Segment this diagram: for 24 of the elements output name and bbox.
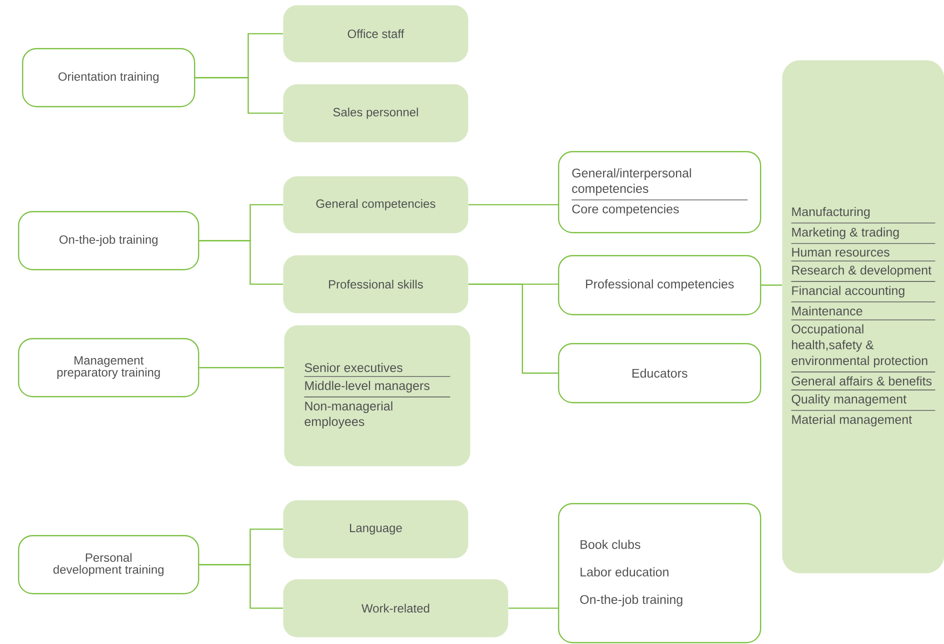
category-box: General competencies [283,176,468,234]
category-box: Professional skills [283,255,468,314]
category-box: Work-related [283,579,508,638]
training-box: Book clubs Labor education On-the-job training [558,503,762,644]
connector-line [199,564,283,609]
connector-line [761,284,782,286]
connector-line [508,608,558,609]
training-box: General/interpersonal competencies Core competencies [558,151,762,234]
training-box: Educators [558,343,762,404]
training-box: Professional competencies [558,255,762,316]
connector-line [468,284,558,374]
connector-line [199,367,284,368]
connector-line [199,240,283,285]
category-box: Senior executives Middle-level managers Non-managerial employees [284,325,470,466]
connector-line [468,204,558,206]
training-box: Orientation training [22,48,196,108]
category-box: Sales personnel [283,84,468,142]
category-box: Language [283,500,468,558]
training-box: Management preparatory training [18,338,200,398]
category-box: Office staff [283,5,468,62]
connector-line [195,77,283,114]
training-box: Personal development training [18,535,200,594]
training-box: On-the-job training [18,211,200,270]
department-list-box: Manufacturing Marketing & trading Human resources Research & development Financial accounting Maintenance Occupational health,safety & environmental protection General affairs & benefits Quality management Material management [782,60,944,574]
